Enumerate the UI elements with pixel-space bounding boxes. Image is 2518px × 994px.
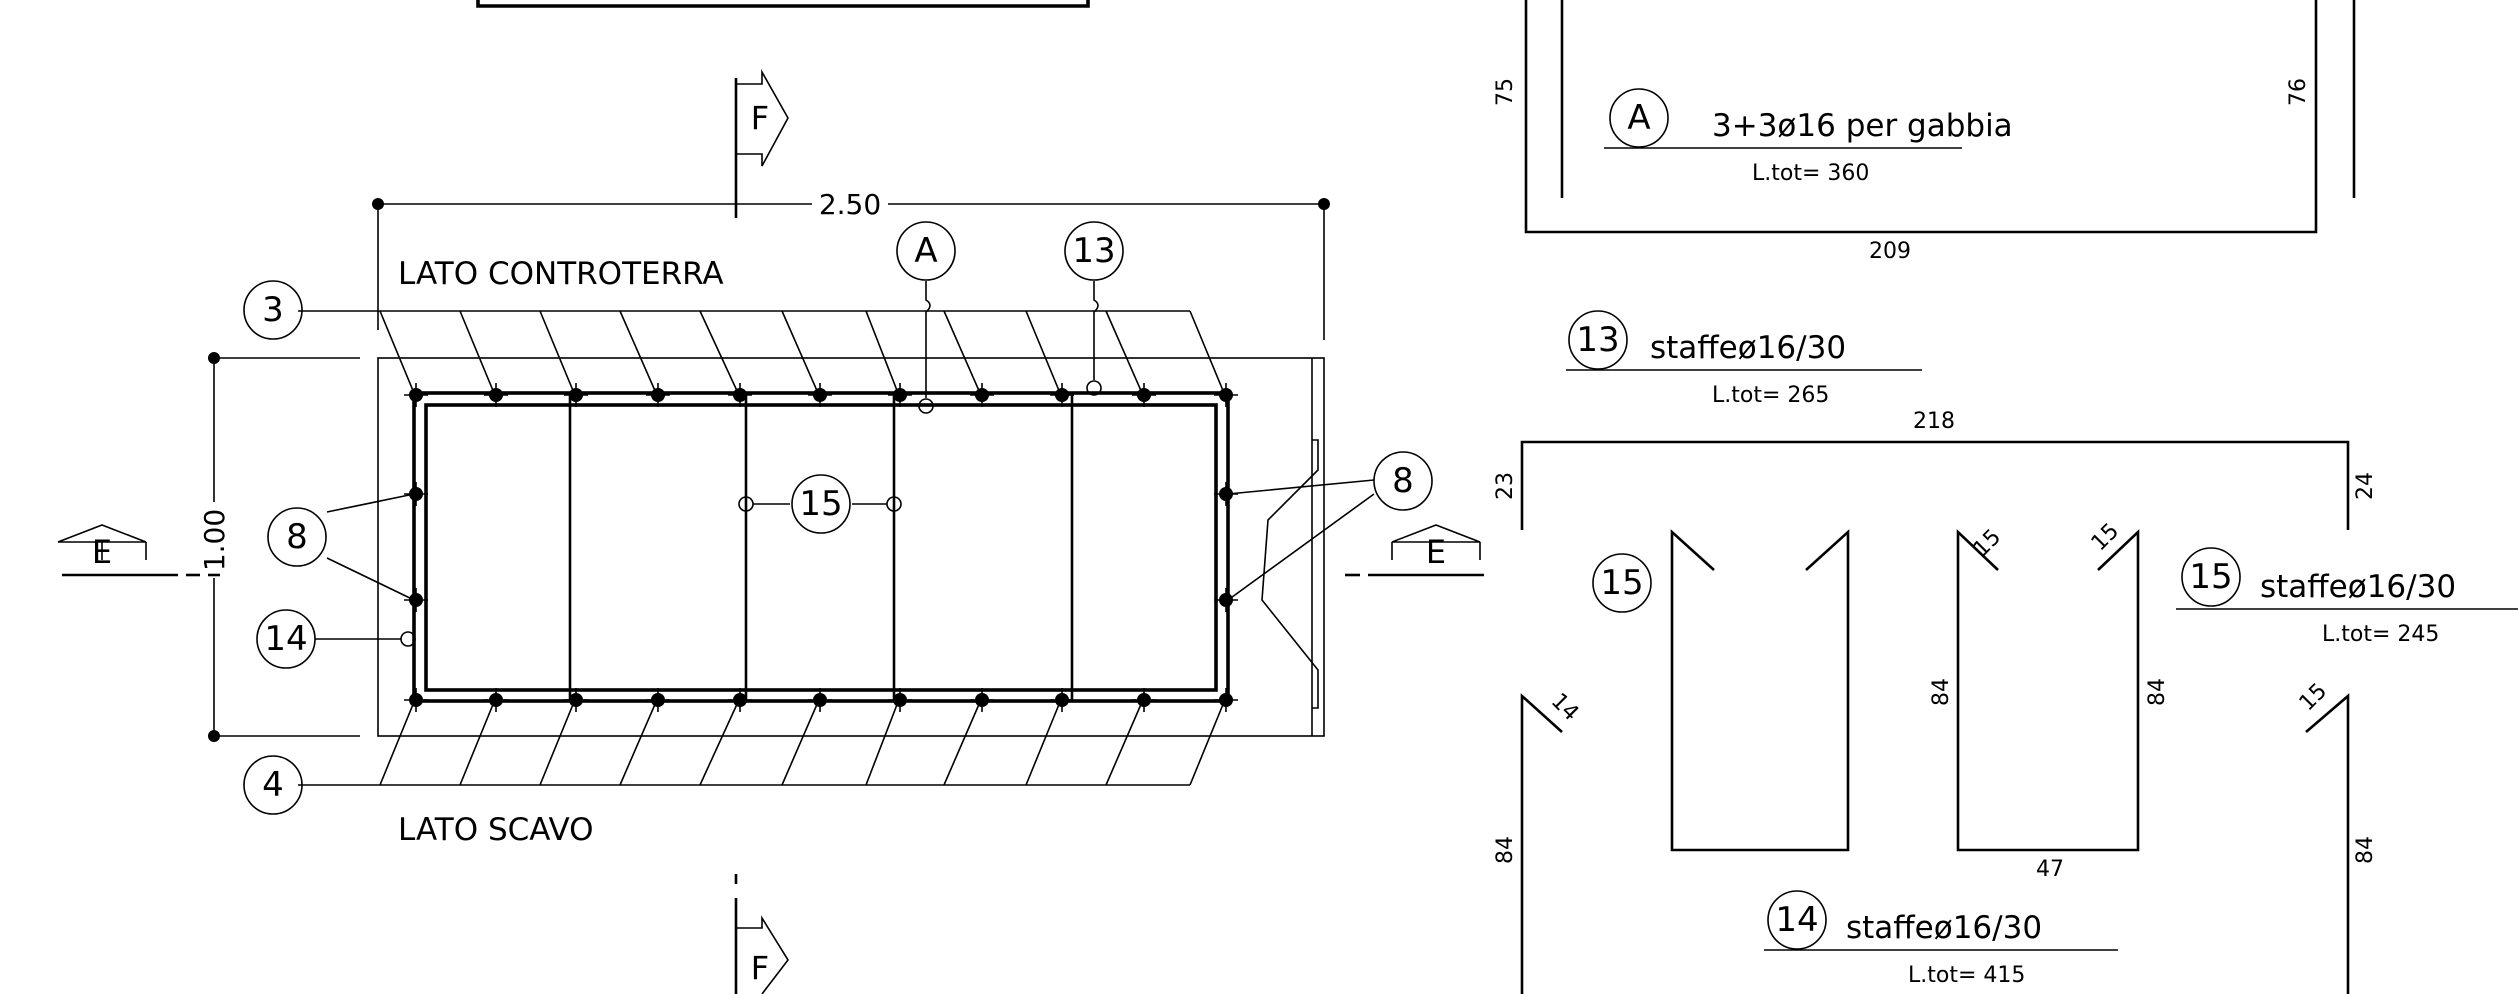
svg-text:8: 8 <box>1392 461 1414 501</box>
leader-8-left <box>326 493 415 601</box>
bottom-longitudinal-bars <box>404 688 1238 712</box>
stirrup-13-marker: 13 <box>1576 320 1619 360</box>
bar-a-marker: A <box>1627 98 1650 138</box>
stirrup-14-hook-left: 14 <box>1546 689 1583 726</box>
section-mark-e-left: E <box>57 524 220 577</box>
svg-text:15: 15 <box>799 484 842 524</box>
svg-text:4: 4 <box>262 765 284 805</box>
stirrup-15-hook-a: 15 <box>1969 525 2006 562</box>
side-label-top: LATO CONTROTERRA <box>398 256 724 292</box>
stirrup-13-right-dim: 24 <box>2353 472 2378 500</box>
side-bars <box>404 482 1238 612</box>
stirrup-15-label: staffeø16/30 <box>2260 569 2456 605</box>
stirrup-14-hook-right: 15 <box>2295 679 2332 716</box>
section-f-label-top: F <box>751 99 769 137</box>
stirrup-15-right-dim: 84 <box>2145 678 2170 706</box>
section-f-label-bottom: F <box>751 949 769 987</box>
concrete-section <box>377 357 1325 737</box>
stirrup-15-marker-left: 15 <box>1600 563 1643 603</box>
svg-text:13: 13 <box>1072 231 1115 271</box>
bar-a-ltot: L.tot= 360 <box>1752 161 1869 186</box>
callout-3: 3 <box>243 280 303 340</box>
top-leaders <box>298 310 1225 394</box>
leader-a <box>925 281 931 398</box>
rebar-cage <box>412 391 1230 703</box>
stirrup-14-ltot: L.tot= 415 <box>1908 963 2025 988</box>
stirrup-13: 13 staffeø16/30 L.tot= 265 218 23 24 <box>1493 310 2378 530</box>
callout-14-section: 14 <box>256 609 316 669</box>
stirrup-13-top-dim: 218 <box>1913 409 1955 434</box>
callout-8-right: 8 <box>1373 451 1433 511</box>
section-mark-f-top: F <box>734 68 789 218</box>
svg-text:3: 3 <box>262 290 284 330</box>
stirrup-13-left-dim: 23 <box>1493 472 1518 500</box>
stirrup-14: 14 15 84 84 14 staffeø16/30 L.tot= 415 <box>1493 679 2378 994</box>
bottom-leaders <box>298 701 1225 786</box>
dimension-height: 1.00 <box>198 352 360 742</box>
svg-text:14: 14 <box>264 619 307 659</box>
tie-positions <box>400 380 1102 647</box>
stirrup-14-right-dim: 84 <box>2353 836 2378 864</box>
section-mark-e-right: E <box>1345 524 1484 577</box>
callout-8-left: 8 <box>267 507 327 567</box>
side-label-bottom: LATO SCAVO <box>398 812 594 848</box>
stirrup-13-ltot: L.tot= 265 <box>1712 383 1829 408</box>
callout-4: 4 <box>243 755 303 815</box>
section-mark-f-bottom: F <box>734 874 789 994</box>
stirrup-14-label: staffeø16/30 <box>1846 910 2042 946</box>
upper-element-outline <box>476 0 1090 8</box>
stirrup-14-left-dim: 84 <box>1493 836 1518 864</box>
bar-a-label: 3+3ø16 per gabbia <box>1712 108 2013 144</box>
stirrup-15-bottom-dim: 47 <box>2036 857 2064 882</box>
stirrup-15-marker-right: 15 <box>2189 557 2232 597</box>
svg-text:A: A <box>914 231 937 271</box>
stirrup-15: 15 15 15 84 84 47 15 staffeø16/30 L.tot=… <box>1592 519 2518 882</box>
callout-a-section: A <box>896 221 956 281</box>
bar-a-bottom-dim: 209 <box>1869 239 1911 264</box>
bar-a-left-dim: 75 <box>1493 78 1518 106</box>
dimension-width: 2.50 <box>372 188 1330 340</box>
section-e-label-left: E <box>92 533 112 571</box>
bar-a-shape: 75 76 209 A 3+3ø16 per gabbia L.tot= 360 <box>1493 0 2356 264</box>
stirrup-14-marker: 14 <box>1775 900 1818 940</box>
section-e-label-right: E <box>1426 533 1446 571</box>
dimension-height-label: 1.00 <box>198 509 231 571</box>
callout-13-section: 13 <box>1064 221 1124 281</box>
callout-15-section: 15 <box>791 474 851 534</box>
leader-8-right <box>1227 479 1375 601</box>
stirrup-15-left-dim: 84 <box>1929 678 1954 706</box>
stirrup-15-ltot: L.tot= 245 <box>2322 622 2439 647</box>
svg-text:8: 8 <box>286 517 308 557</box>
bar-a-right-dim: 76 <box>2286 78 2311 106</box>
stirrup-13-label: staffeø16/30 <box>1650 330 1846 366</box>
dimension-width-label: 2.50 <box>819 188 881 221</box>
leader-13 <box>1093 281 1099 380</box>
